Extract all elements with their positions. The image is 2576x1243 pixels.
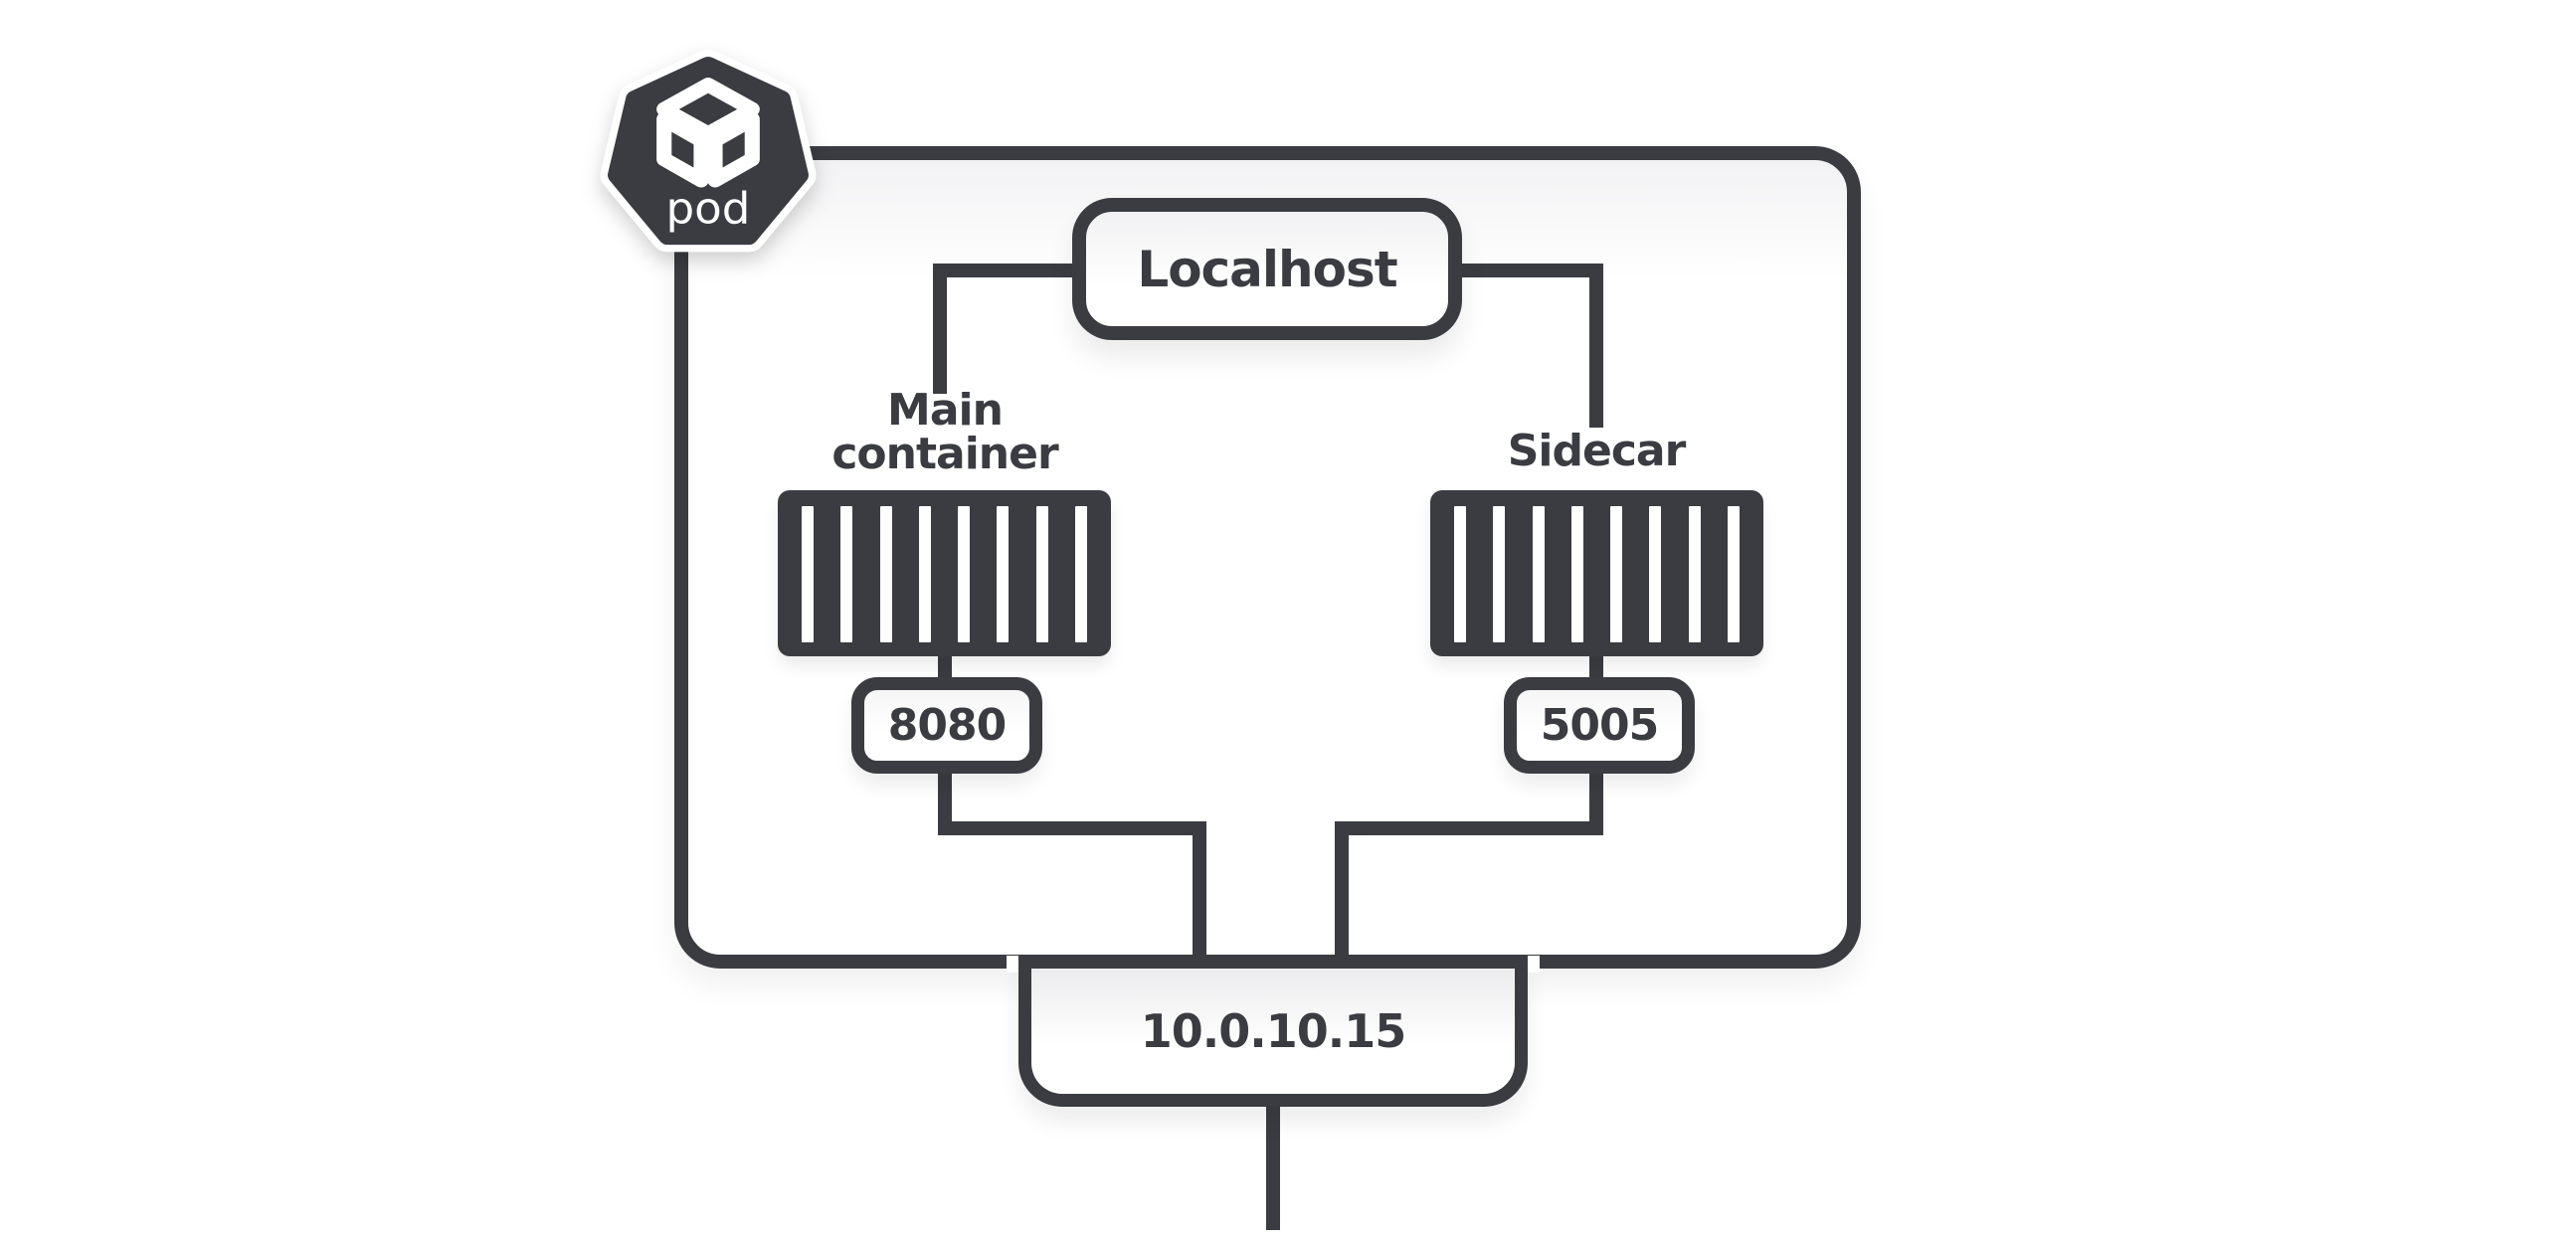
container-stripe: [1570, 506, 1583, 642]
pod-cube-icon: [656, 78, 760, 188]
main-container-label: Main container: [831, 385, 1058, 479]
main-port-badge: 8080: [851, 677, 1042, 774]
container-stripe: [840, 506, 853, 642]
pod-badge: pod: [600, 49, 817, 253]
pod-badge-label: pod: [666, 184, 751, 234]
container-stripe: [1035, 506, 1048, 642]
wire-localhost-to-main-horizontal: [933, 264, 1080, 277]
container-stripe: [1454, 506, 1466, 642]
wire-sidecar-port-to-center: [1335, 821, 1603, 835]
main-container-icon: [778, 490, 1111, 656]
wire-localhost-to-sidecar-vertical: [1589, 264, 1603, 428]
wire-sidecar-drop-to-pod-edge: [1335, 821, 1349, 967]
container-stripe: [1610, 506, 1623, 642]
sidecar-port-badge: 5005: [1504, 677, 1695, 774]
localhost-label: Localhost: [1137, 240, 1397, 298]
container-stripe: [1688, 506, 1701, 642]
sidecar-label: Sidecar: [1507, 426, 1687, 476]
wire-localhost-to-sidecar-horizontal: [1454, 264, 1603, 277]
wire-main-drop-to-pod-edge: [1193, 821, 1206, 967]
container-stripe: [802, 506, 814, 642]
sidecar-container-icon: [1430, 490, 1763, 656]
wire-main-port-to-center: [938, 821, 1206, 835]
pod-ip-value: 10.0.10.15: [1140, 1004, 1406, 1058]
container-stripe: [1493, 506, 1506, 642]
pod-ip-badge: 10.0.10.15: [1007, 956, 1540, 1107]
main-port-value: 8080: [887, 700, 1007, 751]
container-stripe: [997, 506, 1010, 642]
container-stripe: [1649, 506, 1662, 642]
container-stripe: [958, 506, 971, 642]
container-stripe: [1074, 506, 1087, 642]
wire-pod-ip-external: [1266, 1089, 1280, 1230]
container-stripe: [1727, 506, 1740, 642]
container-stripe: [879, 506, 892, 642]
sidecar-port-value: 5005: [1540, 700, 1659, 751]
container-stripe: [918, 506, 931, 642]
localhost-node: Localhost: [1072, 198, 1462, 340]
wire-localhost-to-main-vertical: [933, 264, 947, 394]
container-stripe: [1532, 506, 1545, 642]
